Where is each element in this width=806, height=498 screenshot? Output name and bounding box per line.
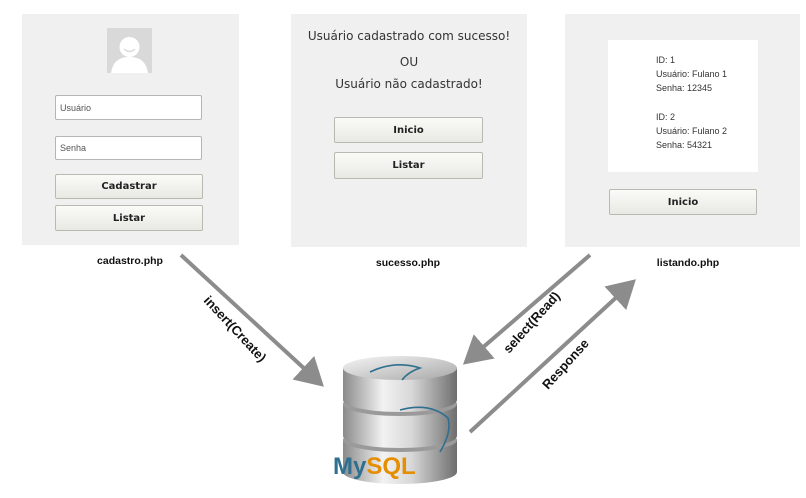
record-user: Usuário: Fulano 2 [656, 126, 728, 136]
record-id: ID: 1 [656, 55, 676, 65]
list-item: ID: 1 Usuário: Fulano 1 Senha: 12345 [656, 53, 727, 95]
password-input[interactable]: Senha [55, 136, 202, 160]
or-text: OU [399, 55, 419, 69]
failure-message: Usuário não cadastrado! [335, 77, 483, 91]
home-button[interactable]: Inicio [334, 117, 483, 143]
cadastro-caption: cadastro.php [97, 255, 163, 267]
mysql-logo-sql: SQL [366, 453, 415, 480]
record-user: Usuário: Fulano 1 [656, 69, 728, 79]
avatar [107, 28, 152, 73]
password-placeholder: Senha [60, 143, 87, 153]
mysql-logo: MySQL [333, 453, 416, 480]
cadastro-panel: Usuário Senha Cadastrar Listar [22, 14, 239, 245]
mysql-logo-my: My [333, 453, 367, 480]
success-message: Usuário cadastrado com sucesso! [307, 29, 511, 43]
record-password: Senha: 12345 [656, 83, 713, 93]
record-password: Senha: 54321 [656, 140, 713, 150]
username-placeholder: Usuário [60, 102, 92, 113]
record-id: ID: 2 [656, 112, 676, 122]
username-input[interactable]: Usuário [55, 95, 202, 120]
select-arrow [462, 253, 592, 365]
list-button[interactable]: Listar [55, 205, 203, 231]
records-list: ID: 1 Usuário: Fulano 1 Senha: 12345 ID:… [608, 40, 758, 172]
sucesso-caption: sucesso.php [375, 257, 441, 269]
user-silhouette-icon [111, 37, 148, 73]
insert-arrow [179, 253, 324, 387]
database-icon [343, 356, 457, 484]
listando-caption: listando.php [656, 257, 720, 269]
home-button-listando[interactable]: Inicio [609, 189, 757, 215]
list-button-sucesso[interactable]: Listar [334, 152, 483, 179]
register-button[interactable]: Cadastrar [55, 174, 203, 199]
list-item: ID: 2 Usuário: Fulano 2 Senha: 54321 [656, 110, 727, 152]
response-arrow [468, 279, 636, 434]
